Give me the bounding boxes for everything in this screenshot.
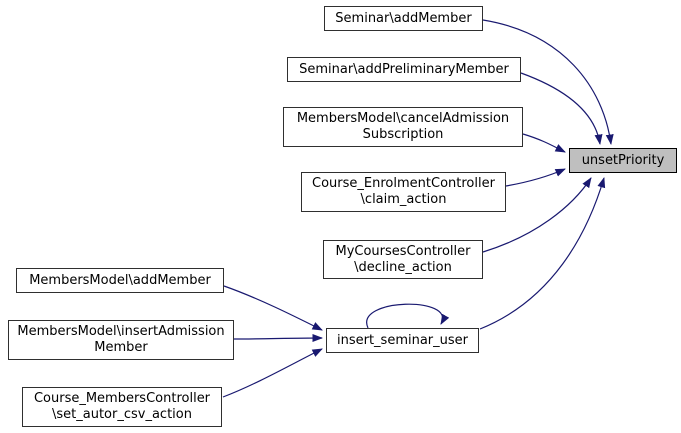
node-label: \decline_action [354, 259, 452, 275]
node-mycoursescontroller-decline-action[interactable]: MyCoursesController \decline_action [323, 240, 483, 279]
edge-seminar-addpreliminarymember-to-unsetpriority [520, 72, 603, 145]
node-course-enrolmentcontroller-claim-action[interactable]: Course_EnrolmentController \claim_action [301, 172, 506, 212]
edge-insertadmission-to-insert-seminar-user [233, 334, 323, 343]
node-membersmodel-canceladmission-subscription[interactable]: MembersModel\cancelAdmission Subscriptio… [283, 107, 523, 147]
node-course-memberscontroller-set-autor-csv-action[interactable]: Course_MembersController \set_autor_csv_… [22, 387, 222, 427]
node-insert-seminar-user[interactable]: insert_seminar_user [326, 328, 479, 353]
node-label: unsetPriority [581, 152, 665, 168]
node-label: Course_EnrolmentController [312, 176, 495, 191]
node-seminar-addmember[interactable]: Seminar\addMember [324, 6, 483, 31]
node-label: Subscription [362, 127, 444, 142]
edge-set-autor-csv-to-insert-seminar-user [222, 348, 323, 398]
node-label: \claim_action [360, 192, 447, 207]
node-membersmodel-insertadmission-member[interactable]: MembersModel\insertAdmission Member [8, 320, 234, 360]
node-label: MembersModel\insertAdmission [17, 324, 225, 339]
edge-membersmodel-addmember-to-insert-seminar-user [223, 285, 323, 331]
edge-canceladmission-to-unsetpriority [522, 133, 566, 153]
node-seminar-addpreliminarymember[interactable]: Seminar\addPreliminaryMember [287, 57, 521, 82]
edge-seminar-addmember-to-unsetpriority [482, 19, 614, 145]
edge-insert-seminar-user-to-unsetpriority [479, 177, 606, 330]
node-label: Seminar\addPreliminaryMember [299, 61, 509, 77]
edge-insert-seminar-user-self-loop [366, 303, 450, 329]
node-label: Seminar\addMember [335, 10, 472, 26]
edge-decline-action-to-unsetpriority [482, 177, 592, 253]
node-unsetpriority: unsetPriority [569, 148, 677, 173]
node-label: insert_seminar_user [336, 332, 468, 348]
edge-claim-action-to-unsetpriority [505, 168, 566, 187]
node-label: MembersModel\cancelAdmission [296, 111, 510, 126]
node-label: \set_autor_csv_action [52, 407, 192, 422]
node-label: MembersModel\addMember [29, 272, 211, 288]
node-membersmodel-addmember[interactable]: MembersModel\addMember [16, 268, 224, 293]
node-label: MyCoursesController [335, 243, 471, 259]
node-label: Course_MembersController [33, 391, 211, 406]
node-label: Member [94, 340, 148, 355]
